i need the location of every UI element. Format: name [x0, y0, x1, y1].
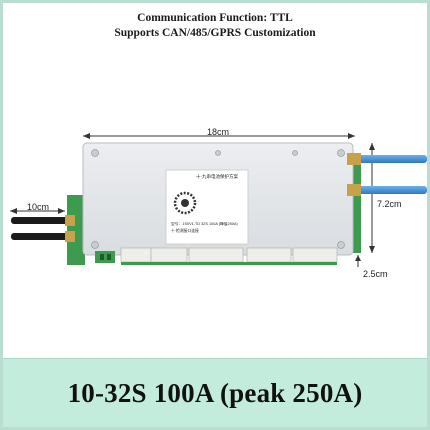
- spec-text: 10-32S 100A (peak 250A): [67, 377, 363, 408]
- wire-length-label: 10cm: [27, 202, 50, 212]
- header-line-customization: Supports CAN/485/GPRS Customization: [114, 27, 316, 39]
- header-line-communication: Communication Function: TTL: [137, 12, 293, 24]
- label-title: 十·九串电池保护方案: [196, 174, 238, 179]
- black-cables: [11, 215, 75, 242]
- height-dimension-marker: [355, 255, 361, 267]
- spec-banner: 10-32S 100A (peak 250A): [3, 358, 427, 427]
- balance-connectors: [95, 247, 338, 265]
- wire-length-dimension-line: [10, 208, 65, 214]
- label-sub-line: 十·检测接口连接: [171, 229, 199, 233]
- product-label: [165, 169, 249, 245]
- length-label: 18cm: [207, 127, 230, 137]
- height-label: 2.5cm: [363, 269, 388, 279]
- label-model-line: 型号：1S0V1-TD 32S 100A (峰值250A): [171, 222, 238, 226]
- header-text: Communication Function: TTL Supports CAN…: [3, 11, 427, 41]
- length-dimension-line: [83, 133, 355, 139]
- bms-board-illustration: [10, 133, 427, 267]
- left-pcb-strip: [67, 195, 85, 265]
- blue-cables: [347, 153, 427, 196]
- label-logo-mark: [173, 191, 197, 215]
- width-label: 7.2cm: [377, 199, 402, 209]
